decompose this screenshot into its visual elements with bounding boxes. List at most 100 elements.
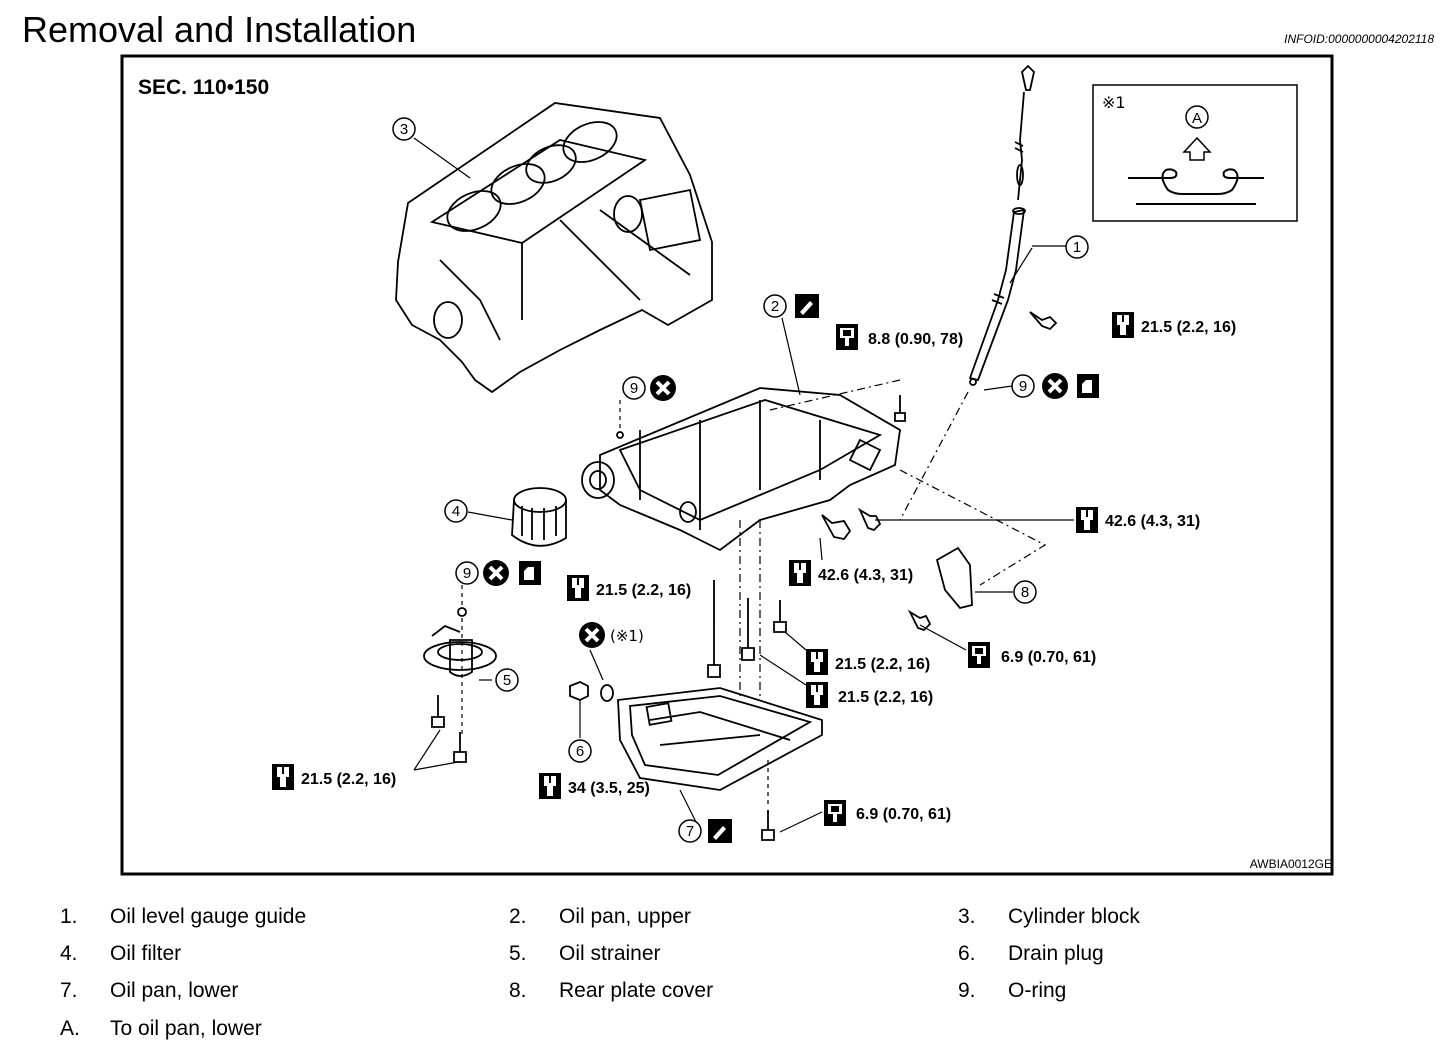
- legend-label: To oil pan, lower: [110, 1017, 262, 1040]
- callout-3: 3: [392, 117, 416, 141]
- svg-text:3: 3: [400, 121, 408, 138]
- legend-num: 1.: [60, 905, 78, 928]
- callout-9: 9: [1011, 374, 1035, 398]
- drain-ref: (※1): [610, 627, 644, 645]
- svg-text:6.9 (0.70, 61): 6.9 (0.70, 61): [1001, 649, 1096, 666]
- legend-num: A.: [60, 1017, 80, 1040]
- callout-7: 7: [678, 819, 702, 843]
- svg-text:42.6 (4.3, 31): 42.6 (4.3, 31): [1105, 513, 1200, 530]
- legend-label: Oil pan, upper: [559, 905, 691, 928]
- torque-specs: 21.5 (2.2, 16) 8.8 (0.90, 78) 42.6 (4.3,…: [272, 312, 1236, 826]
- figure-code: AWBIA0012GE: [1250, 857, 1332, 871]
- legend-item: 2. Oil pan, upper: [509, 905, 691, 929]
- replace-icon: [648, 373, 678, 403]
- svg-text:21.5 (2.2, 16): 21.5 (2.2, 16): [301, 771, 396, 788]
- torque-spec: 21.5 (2.2, 16): [806, 682, 933, 708]
- svg-text:21.5 (2.2, 16): 21.5 (2.2, 16): [838, 689, 933, 706]
- legend-num: 5.: [509, 942, 527, 965]
- leader-lines: [413, 137, 1074, 833]
- oil-pan-upper: [581, 387, 901, 552]
- inset-detail: ※1 A: [1092, 84, 1298, 222]
- inset-callout-a: A: [1192, 110, 1202, 127]
- svg-text:8.8 (0.90, 78): 8.8 (0.90, 78): [868, 331, 963, 348]
- legend-num: 7.: [60, 979, 78, 1002]
- torque-spec: 21.5 (2.2, 16): [806, 649, 930, 675]
- callout-9: 9: [455, 561, 479, 585]
- legend-item: A. To oil pan, lower: [60, 1017, 262, 1041]
- diagram-frame: [120, 54, 1334, 876]
- legend-label: Rear plate cover: [559, 979, 714, 1002]
- torque-spec: 21.5 (2.2, 16): [272, 764, 396, 790]
- oil-strainer: [423, 624, 497, 677]
- svg-text:34 (3.5, 25): 34 (3.5, 25): [568, 780, 650, 797]
- legend-item: 6. Drain plug: [958, 942, 1104, 966]
- replace-icon: [481, 558, 511, 588]
- info-id: INFOID:0000000004202118: [1284, 32, 1434, 46]
- torque-spec: 42.6 (4.3, 31): [789, 560, 913, 586]
- svg-text:5: 5: [503, 672, 511, 689]
- legend-item: 9. O-ring: [958, 979, 1066, 1003]
- page-title: Removal and Installation: [22, 9, 417, 50]
- svg-text:9: 9: [1019, 378, 1027, 395]
- callout-4: 4: [444, 499, 468, 523]
- svg-text:21.5 (2.2, 16): 21.5 (2.2, 16): [596, 582, 691, 599]
- oil-level-gauge: [968, 64, 1035, 386]
- legend-num: 8.: [509, 979, 527, 1002]
- legend-num: 6.: [958, 942, 976, 965]
- svg-text:4: 4: [452, 503, 460, 520]
- section-label: SEC. 110•150: [138, 76, 269, 99]
- legend-item: 7. Oil pan, lower: [60, 979, 238, 1003]
- svg-text:9: 9: [630, 380, 638, 397]
- legend-label: O-ring: [1008, 979, 1067, 1002]
- oil-icon: [1077, 374, 1099, 398]
- torque-spec: 42.6 (4.3, 31): [1076, 507, 1200, 533]
- bolts: [431, 311, 1058, 841]
- legend-label: Oil filter: [110, 942, 182, 965]
- legend-num: 2.: [509, 905, 527, 928]
- torque-spec: 8.8 (0.90, 78): [836, 324, 963, 350]
- inset-ref-mark: ※1: [1102, 93, 1126, 112]
- legend-item: 8. Rear plate cover: [509, 979, 713, 1003]
- oil-icon: [519, 561, 541, 585]
- callout-5: 5: [495, 668, 519, 692]
- svg-text:21.5 (2.2, 16): 21.5 (2.2, 16): [835, 656, 930, 673]
- svg-text:42.6 (4.3, 31): 42.6 (4.3, 31): [818, 567, 913, 584]
- svg-text:6: 6: [576, 743, 584, 760]
- callout-6: 6: [568, 739, 592, 763]
- legend-item: 1. Oil level gauge guide: [60, 905, 306, 929]
- legend-label: Cylinder block: [1008, 905, 1140, 928]
- legend-label: Oil level gauge guide: [110, 905, 307, 928]
- rear-plate-cover: [935, 546, 973, 610]
- replace-icon: [1040, 371, 1070, 401]
- legend-label: Oil strainer: [559, 942, 661, 965]
- legend-num: 3.: [958, 905, 976, 928]
- legend-item: 4. Oil filter: [60, 942, 181, 966]
- svg-text:21.5 (2.2, 16): 21.5 (2.2, 16): [1141, 319, 1236, 336]
- svg-text:8: 8: [1021, 584, 1029, 601]
- callout-1: 1: [1065, 235, 1089, 259]
- drain-plug: [569, 681, 614, 702]
- sealant-icon: [708, 819, 732, 843]
- callout-2: 2: [763, 294, 787, 318]
- legend-label: Drain plug: [1008, 942, 1104, 965]
- svg-text:6.9 (0.70, 61): 6.9 (0.70, 61): [856, 806, 951, 823]
- legend-num: 4.: [60, 942, 78, 965]
- exploded-diagram: SEC. 110•150 AWBIA0012GE ※1 A: [120, 54, 1334, 876]
- replace-icon: [577, 620, 607, 650]
- legend-item: 5. Oil strainer: [509, 942, 661, 966]
- oil-pan-lower: [617, 687, 823, 791]
- svg-text:2: 2: [771, 298, 779, 315]
- torque-spec: 21.5 (2.2, 16): [567, 575, 691, 601]
- torque-spec: 34 (3.5, 25): [539, 773, 650, 799]
- callout-8: 8: [1013, 580, 1037, 604]
- cylinder-block: [395, 102, 713, 394]
- torque-spec: 6.9 (0.70, 61): [824, 800, 951, 826]
- legend-label: Oil pan, lower: [110, 979, 239, 1002]
- svg-text:7: 7: [686, 823, 694, 840]
- sealant-icon: [795, 294, 819, 318]
- torque-spec: 6.9 (0.70, 61): [968, 642, 1096, 668]
- legend-num: 9.: [958, 979, 976, 1002]
- callouts: 1 2 3 4 5 6 7 8 9 9 9: [392, 117, 1089, 843]
- callout-9: 9: [622, 376, 646, 400]
- torque-spec: 21.5 (2.2, 16): [1112, 312, 1236, 338]
